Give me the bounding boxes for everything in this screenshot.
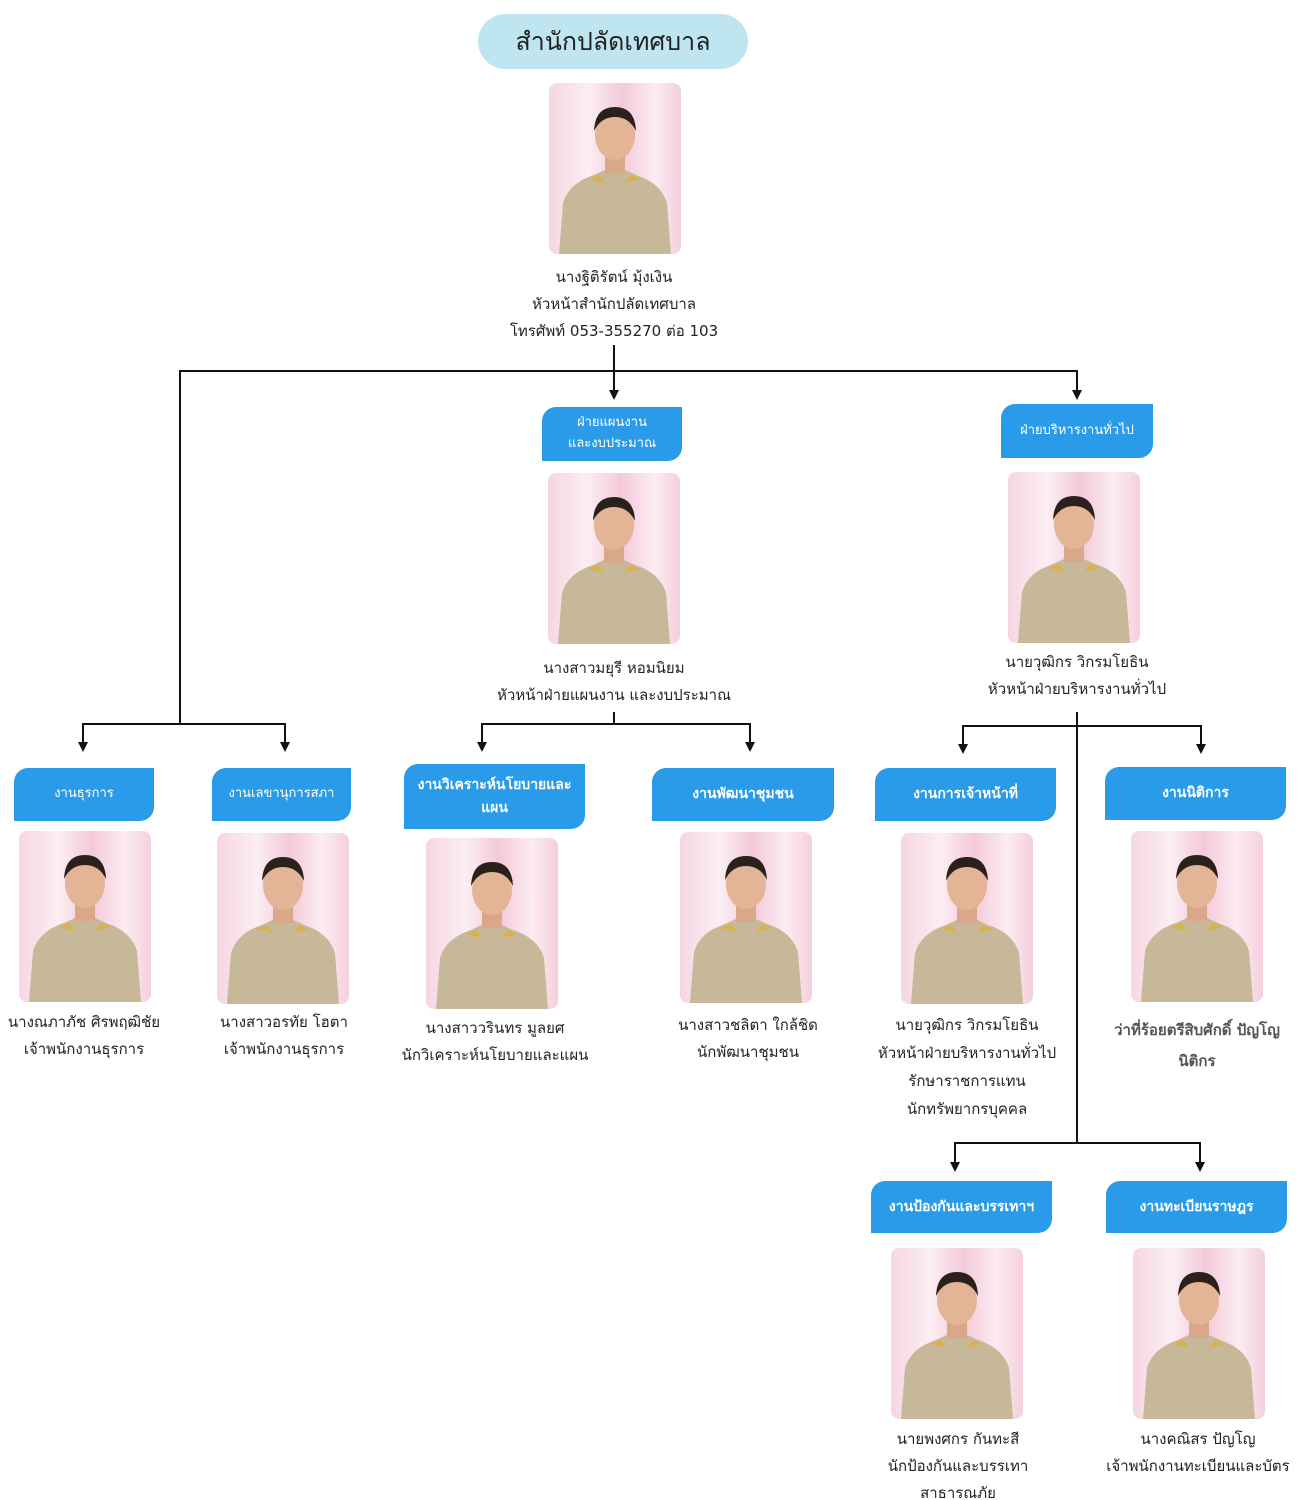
person-name: นายวุฒิกร วิกรมโยธิน	[1005, 653, 1149, 671]
person-name: ว่าที่ร้อยตรีสิบศักดิ์ ปัญโญ	[1114, 1021, 1280, 1039]
person-name: นางฐิติรัตน์ มุ้งเงิน	[555, 268, 673, 286]
person-position: เจ้าพนักงานธุรการ	[223, 1040, 345, 1058]
connector	[284, 723, 286, 743]
unit-box: งานธุรการ	[14, 768, 154, 821]
phone-number: โทรศัพท์ 053-355270 ต่อ 103	[509, 322, 719, 340]
person-name: นางสาวมยุรี หอมนิยม	[543, 659, 685, 677]
arrow-down-icon	[958, 744, 968, 754]
unit-box: งานวิเคราะห์นโยบายและ แผน	[404, 764, 585, 829]
person-info: นางสาวอรทัย โฮตา เจ้าพนักงานธุรการ	[220, 1009, 348, 1063]
person-photo	[1133, 1248, 1265, 1419]
unit-box: งานนิติการ	[1105, 767, 1286, 820]
person-name: นางคณิสร ปัญโญ	[1140, 1430, 1256, 1448]
person-position: หัวหน้าฝ่ายแผนงาน และงบประมาณ	[497, 686, 731, 704]
person-position: นักวิเคราะห์นโยบายและแผน	[401, 1046, 589, 1064]
connector	[82, 723, 84, 743]
arrow-down-icon	[477, 742, 487, 752]
division-plan-budget: ฝ่ายแผนงาน และงบประมาณ	[542, 407, 682, 461]
connector	[749, 723, 751, 743]
person-position: หัวหน้าสำนักปลัดเทศบาล	[532, 295, 696, 313]
person-silhouette-icon	[559, 107, 671, 254]
connector	[1199, 1142, 1201, 1162]
connector	[613, 345, 615, 392]
person-photo	[548, 473, 680, 644]
connector	[179, 370, 181, 725]
person-photo	[891, 1248, 1023, 1419]
connector	[1076, 712, 1078, 1144]
person-position: นิติกร	[1178, 1052, 1216, 1070]
arrow-down-icon	[1195, 1162, 1205, 1172]
org-title: สำนักปลัดเทศบาล	[478, 14, 748, 69]
person-photo	[680, 832, 812, 1003]
person-photo	[549, 83, 681, 254]
head-info: นางฐิติรัตน์ มุ้งเงิน หัวหน้าสำนักปลัดเท…	[510, 264, 718, 345]
person-info: นางสาวมยุรี หอมนิยม หัวหน้าฝ่ายแผนงาน แล…	[497, 655, 731, 709]
connector	[962, 725, 1202, 727]
unit-box: งานเลขานุการสภา	[212, 768, 351, 821]
person-name: นางสาวชลิตา ใกล้ชิด	[678, 1016, 818, 1034]
person-silhouette-icon	[227, 857, 339, 1004]
connector	[82, 723, 286, 725]
division-general-admin: ฝ่ายบริหารงานทั่วไป	[1001, 404, 1153, 458]
person-position: เจ้าพนักงานธุรการ	[23, 1040, 145, 1058]
person-name: นายวุฒิกร วิกรมโยธิน	[895, 1016, 1039, 1034]
connector	[180, 370, 1078, 372]
person-info: นางณภาภัช ศิรพฤฒิชัย เจ้าพนักงานธุรการ	[8, 1009, 160, 1063]
person-info: นายวุฒิกร วิกรมโยธิน หัวหน้าฝ่ายบริหารงา…	[878, 1011, 1056, 1123]
arrow-down-icon	[950, 1162, 960, 1172]
connector	[954, 1142, 1201, 1144]
person-position: นักป้องกันและบรรเทา	[887, 1457, 1029, 1475]
unit-box: งานพัฒนาชุมชน	[652, 768, 834, 821]
arrow-down-icon	[609, 390, 619, 400]
person-photo	[1131, 831, 1263, 1002]
person-name: นางสาววรินทร มูลยศ	[425, 1019, 565, 1037]
arrow-down-icon	[1196, 744, 1206, 754]
person-photo	[1008, 472, 1140, 643]
arrow-down-icon	[78, 742, 88, 752]
arrow-down-icon	[745, 742, 755, 752]
person-position: นักทรัพยากรบุคคล	[906, 1100, 1028, 1118]
person-silhouette-icon	[911, 857, 1023, 1004]
person-name: นางณภาภัช ศิรพฤฒิชัย	[7, 1013, 161, 1031]
person-position: เจ้าพนักงานทะเบียนและบัตร	[1106, 1457, 1290, 1475]
person-position: รักษาราชการแทน	[908, 1072, 1026, 1090]
person-info: นางคณิสร ปัญโญ เจ้าพนักงานทะเบียนและบัตร	[1106, 1426, 1289, 1480]
person-info: นายพงศกร กันทะสี นักป้องกันและบรรเทา สาธ…	[888, 1426, 1029, 1500]
person-silhouette-icon	[436, 862, 548, 1009]
person-photo	[426, 838, 558, 1009]
connector	[481, 723, 751, 725]
connector	[1200, 725, 1202, 745]
unit-box: งานการเจ้าหน้าที่	[875, 768, 1056, 821]
arrow-down-icon	[280, 742, 290, 752]
connector	[613, 712, 615, 724]
connector	[481, 723, 483, 743]
person-silhouette-icon	[690, 856, 802, 1003]
person-name: นายพงศกร กันทะสี	[896, 1430, 1020, 1448]
person-position: สาธารณภัย	[920, 1484, 996, 1500]
person-photo	[19, 831, 151, 1002]
person-silhouette-icon	[1143, 1272, 1255, 1419]
arrow-down-icon	[1072, 390, 1082, 400]
person-silhouette-icon	[1141, 855, 1253, 1002]
person-silhouette-icon	[558, 497, 670, 644]
connector	[954, 1142, 956, 1162]
person-info: ว่าที่ร้อยตรีสิบศักดิ์ ปัญโญ นิติกร	[1114, 1015, 1280, 1077]
connector	[1076, 370, 1078, 392]
person-silhouette-icon	[29, 855, 141, 1002]
person-position: นักพัฒนาชุมชน	[697, 1043, 799, 1061]
person-silhouette-icon	[901, 1272, 1013, 1419]
person-name: นางสาวอรทัย โฮตา	[220, 1013, 348, 1031]
person-info: นางสาวชลิตา ใกล้ชิด นักพัฒนาชุมชน	[678, 1012, 818, 1066]
person-photo	[901, 833, 1033, 1004]
person-info: นางสาววรินทร มูลยศ นักวิเคราะห์นโยบายและ…	[402, 1015, 589, 1069]
person-position: หัวหน้าฝ่ายบริหารงานทั่วไป	[987, 680, 1167, 698]
unit-box: งานป้องกันและบรรเทาฯ	[871, 1181, 1052, 1233]
person-photo	[217, 833, 349, 1004]
connector	[962, 725, 964, 745]
person-silhouette-icon	[1018, 496, 1130, 643]
person-info: นายวุฒิกร วิกรมโยธิน หัวหน้าฝ่ายบริหารงา…	[988, 649, 1166, 703]
person-position: หัวหน้าฝ่ายบริหารงานทั่วไป	[877, 1044, 1057, 1062]
unit-box: งานทะเบียนราษฎร	[1106, 1181, 1287, 1233]
